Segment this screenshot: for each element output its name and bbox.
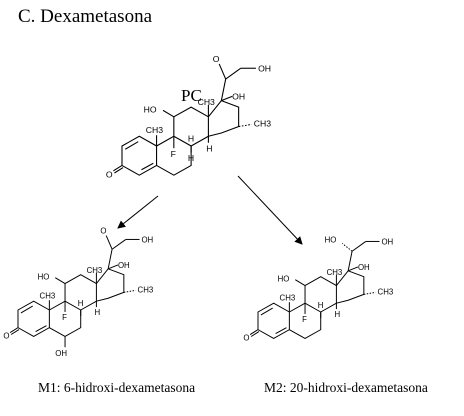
parent-compound-label: PC <box>181 86 202 105</box>
atom-label-oh: OH <box>141 235 153 244</box>
atom-label-o: O <box>243 333 249 342</box>
atom-label-h: H <box>318 301 324 310</box>
m2-caption: M2: 20-hidroxi-dexametasona <box>264 380 428 395</box>
atom-label-oh: OH <box>232 92 245 102</box>
atom-label-ch3: CH3 <box>87 266 103 275</box>
atom-label-ch3: CH3 <box>378 287 394 296</box>
m1-structure: O OH O OH OH HO CH3 CH3 CH3 F H H <box>3 227 154 359</box>
atom-label-h: H <box>78 299 84 308</box>
atom-label-ch3: CH3 <box>138 285 154 294</box>
atom-label-f: F <box>302 315 307 324</box>
atom-label-ch3: CH3 <box>146 125 163 135</box>
atom-label-ch3: CH3 <box>280 293 296 302</box>
parent-structure: O O OH OH HO CH3 CH3 CH3 F H H H <box>106 54 271 180</box>
m2-structure: O HO OH OH HO CH3 CH3 CH3 F H H <box>243 235 394 342</box>
m1-caption: M1: 6-hidroxi-dexametasona <box>38 380 196 395</box>
atom-label-h: H <box>94 308 100 317</box>
atom-label-oh: OH <box>258 63 271 73</box>
atom-label-ch3: CH3 <box>198 97 215 107</box>
atom-label-ch3: CH3 <box>40 291 56 300</box>
arrow-to-m1 <box>117 195 159 229</box>
atom-label-h: H <box>206 143 212 153</box>
atom-label-ch3: CH3 <box>254 119 271 129</box>
atom-label-ho: HO <box>38 273 50 282</box>
atom-label-h: H <box>188 134 194 144</box>
atom-label-o: O <box>3 331 9 340</box>
atom-label-o: O <box>106 169 113 179</box>
arrow-to-m2 <box>237 175 303 245</box>
atom-label-ho: HO <box>278 275 290 284</box>
atom-label-o: O <box>100 227 106 236</box>
atom-label-h: H <box>188 153 194 163</box>
atom-label-ho-dotted: HO <box>325 235 337 244</box>
atom-label-o: O <box>213 54 220 64</box>
atom-label-ho: HO <box>144 105 157 115</box>
atom-label-f: F <box>171 149 176 159</box>
atom-label-oh: OH <box>381 237 393 246</box>
atom-label-oh: OH <box>358 263 370 272</box>
atom-label-h: H <box>334 310 340 319</box>
figure-title: C. Dexametasona <box>18 6 153 27</box>
atom-label-ch3: CH3 <box>327 268 343 277</box>
atom-label-oh: OH <box>55 349 67 358</box>
atom-label-f: F <box>62 313 67 322</box>
atom-label-oh: OH <box>118 261 130 270</box>
